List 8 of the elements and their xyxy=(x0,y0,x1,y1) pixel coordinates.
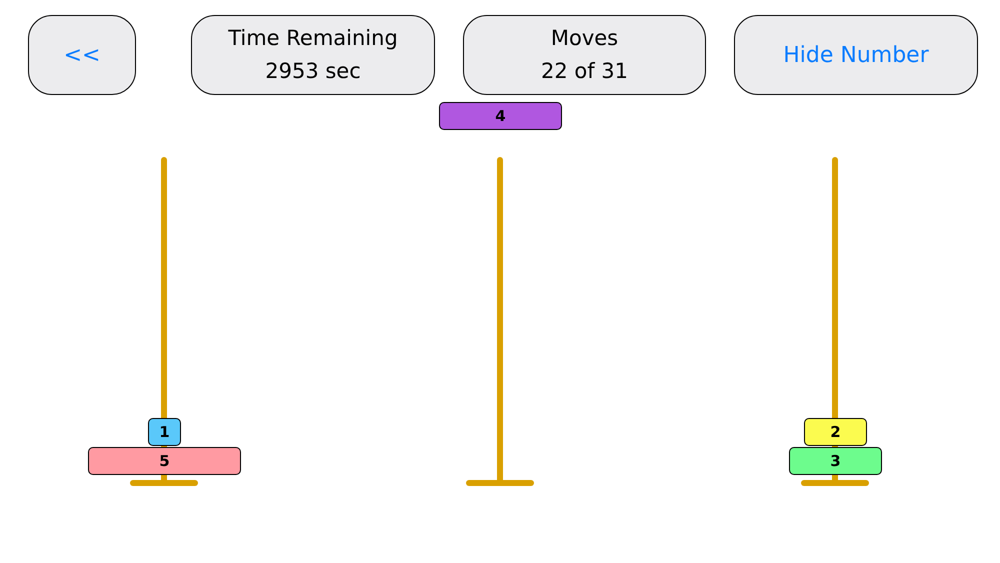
moves-counter: 22 of 31 xyxy=(540,58,628,85)
timer-label: Time Remaining xyxy=(228,25,398,52)
hide-number-button: Hide Number xyxy=(734,15,978,95)
moves-label: Moves xyxy=(550,25,618,52)
back-button: << xyxy=(28,15,136,95)
moves-panel xyxy=(463,15,706,95)
timer-value: 2953 sec xyxy=(265,58,361,85)
timer-panel xyxy=(191,15,435,95)
